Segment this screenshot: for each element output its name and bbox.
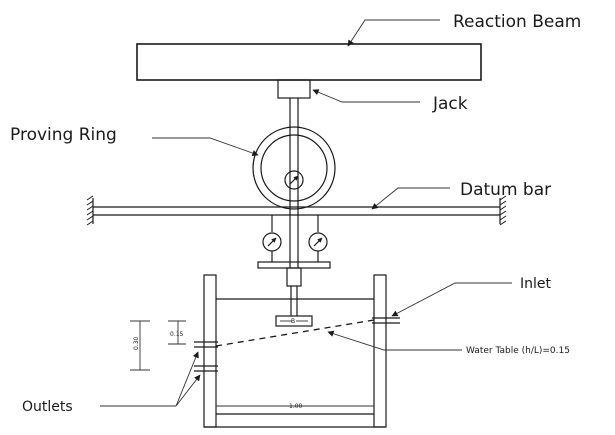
datum-bar-support-left	[86, 195, 94, 226]
outlets-leader	[100, 351, 201, 407]
outlet-pipe-lower	[194, 365, 218, 372]
outlets-label: Outlets	[22, 399, 73, 415]
water-table-leader	[327, 330, 462, 351]
dimension-water-height	[168, 320, 186, 345]
water-table-line	[215, 319, 375, 347]
tank-right-wall	[373, 274, 387, 428]
jack-label: Jack	[432, 94, 468, 114]
outlet-pipe-upper	[194, 341, 218, 348]
proving-ring-leader	[152, 137, 259, 157]
inlet-leader	[391, 282, 512, 317]
jack-leader	[312, 89, 420, 103]
dimension-tank-length-label: 1.00	[289, 403, 303, 410]
footing	[275, 315, 313, 327]
datum-bar	[93, 206, 500, 216]
tank-bottom	[204, 413, 386, 428]
inlet-label: Inlet	[520, 276, 552, 292]
water-table-label: Water Table (h/L)=0.15	[466, 346, 570, 356]
proving-ring-dial-gauge	[284, 170, 304, 190]
loading-rod	[289, 98, 299, 128]
jack	[277, 79, 311, 99]
dimension-total-height	[130, 320, 150, 371]
reaction-beam-leader	[347, 19, 440, 47]
dial-gauge-left	[262, 215, 282, 262]
datum-bar-support-right	[499, 195, 507, 226]
reaction-beam	[136, 43, 482, 81]
tank-left-wall	[203, 274, 217, 428]
proving-ring-label: Proving Ring	[10, 125, 117, 145]
lower-rod	[289, 209, 299, 268]
footing-width-label: B	[291, 318, 295, 325]
footing-rod	[286, 267, 302, 316]
proving-ring	[252, 126, 336, 210]
datum-bar-leader	[371, 187, 450, 210]
dimension-total-height-label: 0.30	[133, 336, 140, 350]
dimension-water-height-label: 0.15	[170, 331, 184, 338]
inlet-pipe	[372, 317, 400, 324]
reference-plate	[257, 261, 331, 269]
reaction-beam-label: Reaction Beam	[453, 12, 581, 32]
datum-bar-label: Datum bar	[460, 180, 551, 200]
dial-gauge-right	[308, 215, 328, 262]
